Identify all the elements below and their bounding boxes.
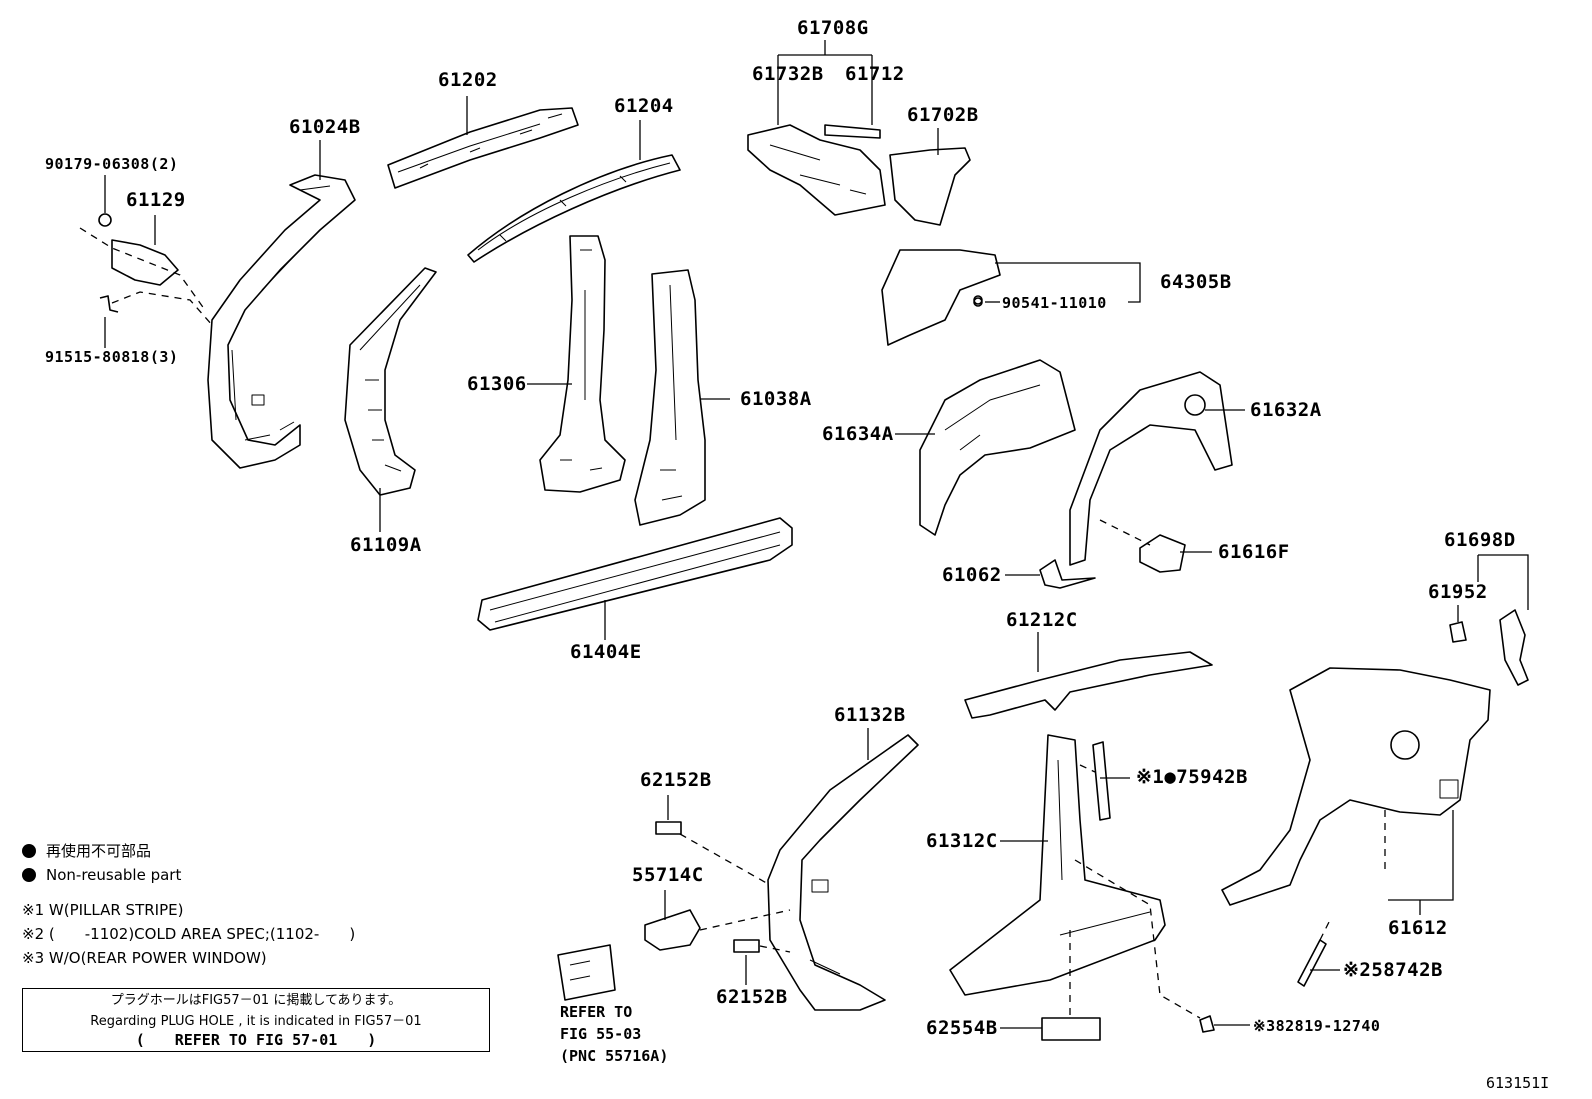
label-61612: 61612 [1388, 917, 1448, 939]
label-61952: 61952 [1428, 581, 1488, 603]
part-61202-roof-side-rail [387, 107, 579, 189]
label-82819-12740: ※382819-12740 [1253, 1017, 1381, 1035]
part-58742B-strip [1297, 939, 1327, 987]
label-61038A: 61038A [740, 388, 812, 410]
label-61062: 61062 [942, 564, 1002, 586]
part-61306-center-pillar [539, 235, 626, 493]
label-61702B: 61702B [907, 104, 979, 126]
part-61212C-roof-side-outer [964, 651, 1213, 719]
label-91515-80818: 91515-80818(3) [45, 348, 179, 366]
label-90179-06308: 90179-06308(2) [45, 155, 179, 173]
part-61109A-inner-pillar [344, 267, 437, 496]
part-61312C-center-pillar-outer [949, 734, 1166, 996]
label-61698D: 61698D [1444, 529, 1516, 551]
label-61732B: 61732B [752, 63, 824, 85]
label-75942B: ※1●75942B [1136, 766, 1248, 788]
dashed-lines [79, 227, 1386, 1019]
label-61024B: 61024B [289, 116, 361, 138]
legend-note-2: ※2 ( -1102)COLD AREA SPEC;(1102- ) [22, 925, 356, 943]
part-55716A-bracket [557, 944, 616, 1001]
label-64305B: 64305B [1160, 271, 1232, 293]
label-90541-11010: 90541-11010 [1002, 294, 1107, 312]
label-61132B: 61132B [834, 704, 906, 726]
plug-hole-note-box: プラグホールはFIG57－01 に掲載してあります。 Regarding PLU… [22, 988, 490, 1052]
label-61712: 61712 [845, 63, 905, 85]
part-61404E-rocker-panel [477, 517, 793, 631]
label-61212C: 61212C [1006, 609, 1078, 631]
label-62554B: 62554B [926, 1017, 998, 1039]
part-61132B-front-pillar-outer [767, 734, 919, 1011]
figure-id: 613151I [1486, 1074, 1550, 1092]
part-61062-plate [1039, 559, 1096, 589]
label-62152B-bottom: 62152B [716, 986, 788, 1008]
part-61712-extension [824, 124, 881, 139]
legend-note-3: ※3 W/O(REAR POWER WINDOW) [22, 949, 267, 967]
part-61952-clip [1449, 621, 1467, 643]
refer-line-1: REFER TO [560, 1003, 633, 1021]
part-55714C-bracket [644, 909, 701, 951]
part-75942B-pillar-stripe [1092, 741, 1111, 821]
legend-non-reusable-en: Non-reusable part [22, 866, 181, 885]
label-61616F: 61616F [1218, 541, 1290, 563]
legend-note-1: ※1 W(PILLAR STRIPE) [22, 901, 184, 919]
refer-line-3: (PNC 55716A) [560, 1047, 669, 1065]
plug-note-line-2: Regarding PLUG HOLE , it is indicated in… [90, 1014, 422, 1029]
part-61024B-front-pillar [207, 174, 356, 469]
part-61038A-center-pillar-outer [634, 269, 706, 526]
label-61312C: 61312C [926, 830, 998, 852]
refer-line-2: FIG 55-03 [560, 1025, 642, 1043]
label-61632A: 61632A [1250, 399, 1322, 421]
part-61612-quarter-panel [1221, 667, 1491, 906]
non-reusable-dot-icon [22, 868, 36, 882]
leader-lines [104, 40, 1529, 1029]
part-61634A-wheelhouse-inner [919, 359, 1076, 536]
part-61732B-inner-panel [747, 124, 886, 216]
part-62554B-pad [1041, 1017, 1101, 1041]
part-61204-roof-rail [467, 154, 681, 263]
part-61129-bracket [98, 213, 179, 313]
label-62152B-top: 62152B [640, 769, 712, 791]
non-reusable-dot-icon [22, 844, 36, 858]
part-61698D-bracket [1499, 609, 1529, 686]
label-61204: 61204 [614, 95, 674, 117]
plug-note-line-3: ( REFER TO FIG 57-01 ) [135, 1031, 377, 1049]
label-61109A: 61109A [350, 534, 422, 556]
part-90541-nut [973, 297, 983, 307]
label-61202: 61202 [438, 69, 498, 91]
label-58742B: ※258742B [1343, 959, 1443, 981]
label-61129: 61129 [126, 189, 186, 211]
label-61634A: 61634A [822, 423, 894, 445]
part-62152B-top-pad [655, 821, 682, 835]
part-64305B-bracket [881, 249, 1001, 346]
plug-note-line-1: プラグホールはFIG57－01 に掲載してあります。 [110, 993, 402, 1008]
label-61306: 61306 [467, 373, 527, 395]
label-55714C: 55714C [632, 864, 704, 886]
part-61702B-gusset [889, 147, 971, 226]
part-61616F-bracket [1139, 534, 1186, 573]
legend-non-reusable-jp: 再使用不可部品 [22, 842, 151, 861]
part-61632A-wheelhouse-outer [1069, 371, 1233, 566]
part-62152B-bottom-pad [733, 939, 760, 953]
label-61708G: 61708G [797, 17, 869, 39]
label-61404E: 61404E [570, 641, 642, 663]
part-82819-clip [1199, 1015, 1215, 1033]
